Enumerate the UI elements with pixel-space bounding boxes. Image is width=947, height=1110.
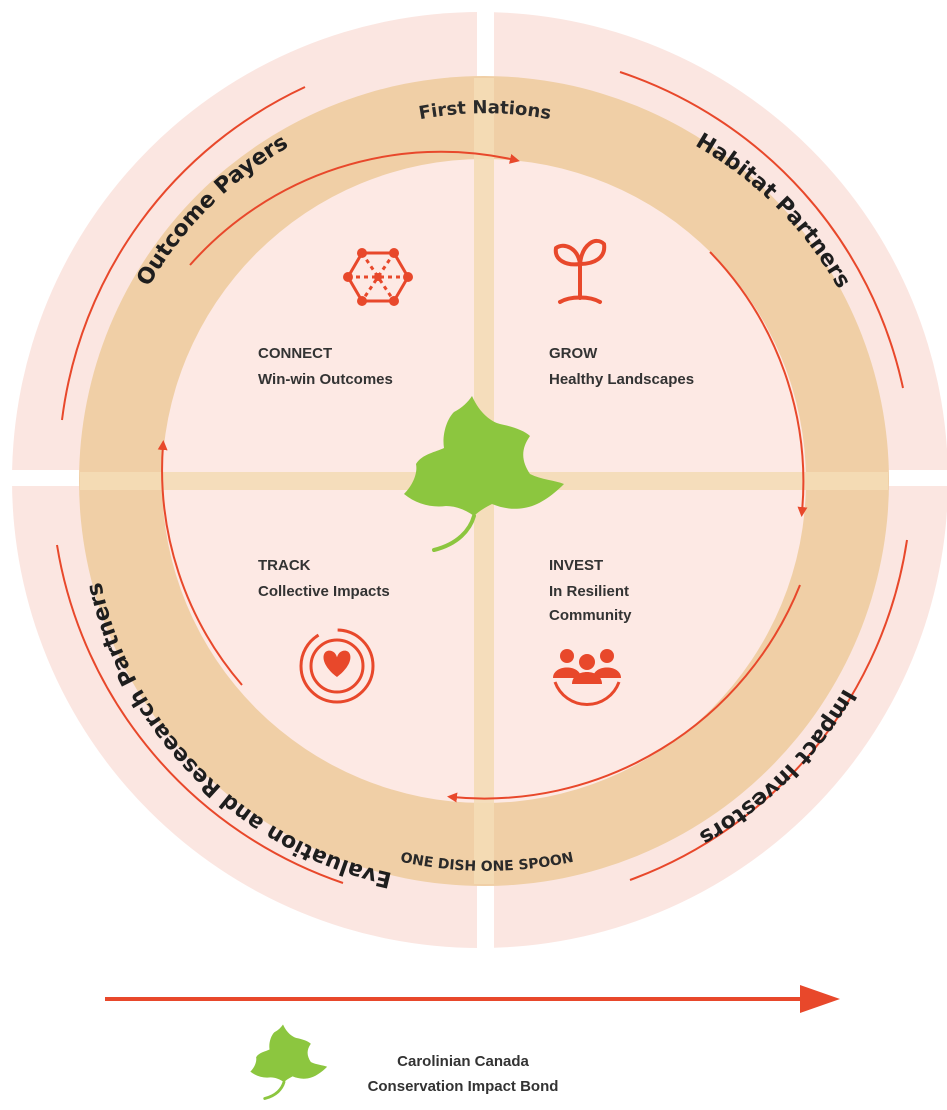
cycle-arrow-right: [709, 251, 808, 517]
invest-subtitle-line1: In Resilient: [549, 583, 629, 600]
legend-maple-leaf-icon: [250, 1024, 328, 1100]
cycle-arrow-left: [157, 440, 243, 686]
invest-subtitle-line2: Community: [549, 607, 632, 624]
maple-leaf-icon: [404, 396, 564, 552]
grow-title: GROW: [549, 345, 598, 362]
legend-line2: Conservation Impact Bond: [368, 1078, 559, 1095]
grow-subtitle: Healthy Landscapes: [549, 371, 694, 388]
cycle-arrow-top: [189, 150, 520, 266]
track-title: TRACK: [258, 557, 311, 574]
quadrant-connect: CONNECT Win-win Outcomes: [258, 248, 413, 388]
outer-arcs: [56, 71, 908, 884]
quadrant-track: TRACK Collective Impacts: [258, 557, 390, 704]
quadrant-grow: GROW Healthy Landscapes: [549, 238, 694, 388]
cycle-arrow-bottom: [447, 584, 801, 803]
people-group-icon: [553, 649, 621, 707]
heart-target-icon: [299, 628, 375, 704]
network-icon: [343, 248, 413, 306]
invest-title: INVEST: [549, 557, 603, 574]
sprout-icon: [553, 238, 607, 304]
track-subtitle: Collective Impacts: [258, 583, 390, 600]
legend-line1: Carolinian Canada: [397, 1053, 529, 1070]
quadrant-invest: INVEST In Resilient Community: [549, 557, 632, 707]
legend: Carolinian Canada Conservation Impact Bo…: [250, 1024, 559, 1100]
connect-subtitle: Win-win Outcomes: [258, 371, 393, 388]
cycle-arrows: [157, 150, 808, 803]
connect-title: CONNECT: [258, 345, 332, 362]
timeline-arrow: [105, 985, 840, 1013]
